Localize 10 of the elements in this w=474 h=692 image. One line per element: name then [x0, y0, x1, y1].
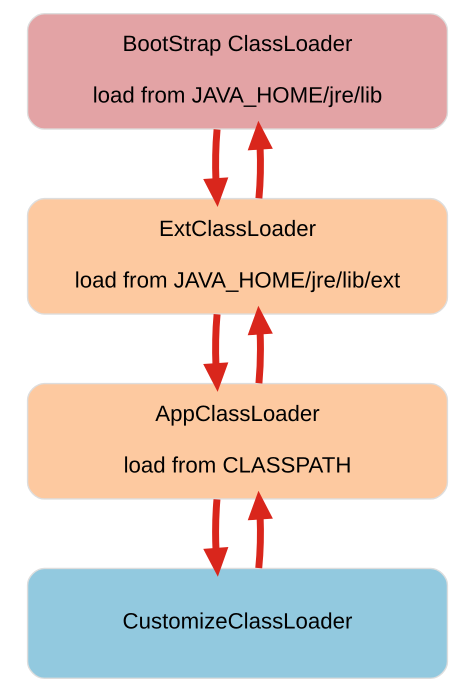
- node-box: CustomizeClassLoader: [26, 568, 448, 679]
- arrow: [202, 499, 228, 577]
- arrow: [202, 314, 228, 392]
- arrow: [202, 129, 228, 207]
- arrow: [247, 306, 272, 384]
- node-box: BootStrap ClassLoader load from JAVA_HOME/jre/lib: [26, 13, 448, 130]
- node-box: AppClassLoader load from CLASSPATH: [26, 382, 448, 500]
- node-box: ExtClassLoader load from JAVA_HOME/jre/lib/ext: [26, 198, 448, 315]
- arrow: [247, 490, 272, 568]
- arrow: [247, 120, 272, 199]
